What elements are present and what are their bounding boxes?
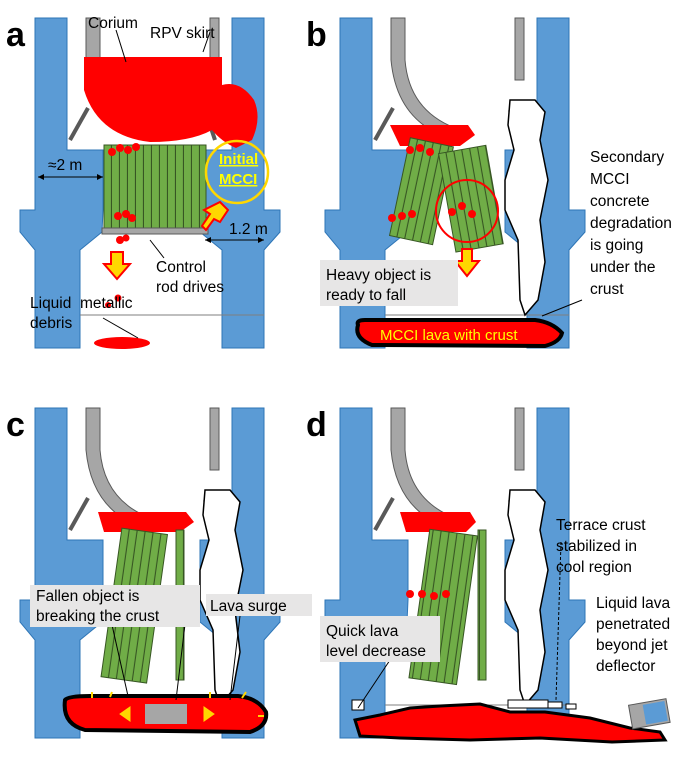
terrace-crust-line-1: Terrace crust bbox=[556, 517, 646, 534]
panel-d: d Quick lava level decrease Terrace crus… bbox=[306, 406, 671, 744]
terrace-crust-line-2: stabilized in bbox=[556, 538, 637, 555]
secondary-mcci-line-6: under the bbox=[590, 259, 656, 276]
panel-c: c Fallen object is breaking the crust La… bbox=[6, 406, 312, 740]
crd-label-2: rod drives bbox=[156, 279, 224, 296]
panel-c-letter: c bbox=[6, 406, 25, 444]
quick-label-2: level decrease bbox=[326, 643, 426, 660]
liquid-lava-line-4: deflector bbox=[596, 658, 655, 675]
debris-label-2: debris bbox=[30, 315, 72, 332]
fallen-label-2: breaking the crust bbox=[36, 608, 160, 625]
panel-a-letter: a bbox=[6, 16, 26, 54]
terrace-crust-line-3: cool region bbox=[556, 559, 632, 576]
surge-label: Lava surge bbox=[210, 598, 287, 615]
lava-crust-label: MCCI lava with crust bbox=[380, 327, 518, 344]
terrace-crust-label: Terrace crust stabilized in cool region bbox=[556, 517, 646, 576]
panel-d-letter: d bbox=[306, 406, 327, 444]
panel-a: a Corium RPV skirt Initial MCCI ≈2 m 1.2… bbox=[6, 15, 282, 350]
panel-b-letter: b bbox=[306, 16, 327, 54]
crd-label-1: Control bbox=[156, 259, 206, 276]
rpv-skirt-label: RPV skirt bbox=[150, 25, 215, 42]
initial-mcci-label-2: MCCI bbox=[219, 171, 257, 188]
secondary-mcci-line-7: crust bbox=[590, 281, 624, 298]
liquid-lava-line-1: Liquid lava bbox=[596, 595, 670, 612]
liquid-lava-line-2: penetrated bbox=[596, 616, 670, 633]
secondary-mcci-line-5: is going bbox=[590, 237, 643, 254]
initial-mcci-label-1: Initial bbox=[219, 151, 258, 168]
secondary-mcci-line-2: MCCI bbox=[590, 171, 630, 188]
dim-right-label: 1.2 m bbox=[229, 221, 268, 238]
secondary-mcci-line-3: concrete bbox=[590, 193, 649, 210]
liquid-lava-label: Liquid lava penetrated beyond jet deflector bbox=[596, 595, 670, 675]
fallen-label-1: Fallen object is bbox=[36, 588, 140, 605]
heavy-label-2: ready to fall bbox=[326, 287, 406, 304]
liquid-lava-line-3: beyond jet bbox=[596, 637, 668, 654]
secondary-mcci-line-4: degradation bbox=[590, 215, 672, 232]
debris-label-1: Liquid bbox=[30, 295, 71, 312]
debris-label-3: metallic bbox=[80, 295, 133, 312]
secondary-mcci-line-1: Secondary bbox=[590, 149, 664, 166]
quick-label-1: Quick lava bbox=[326, 623, 399, 640]
heavy-label-1: Heavy object is bbox=[326, 267, 431, 284]
panel-b: b Heavy object is ready to fall MCCI lav… bbox=[306, 16, 672, 350]
corium-label: Corium bbox=[88, 15, 138, 32]
dim-left-label: ≈2 m bbox=[48, 157, 82, 174]
